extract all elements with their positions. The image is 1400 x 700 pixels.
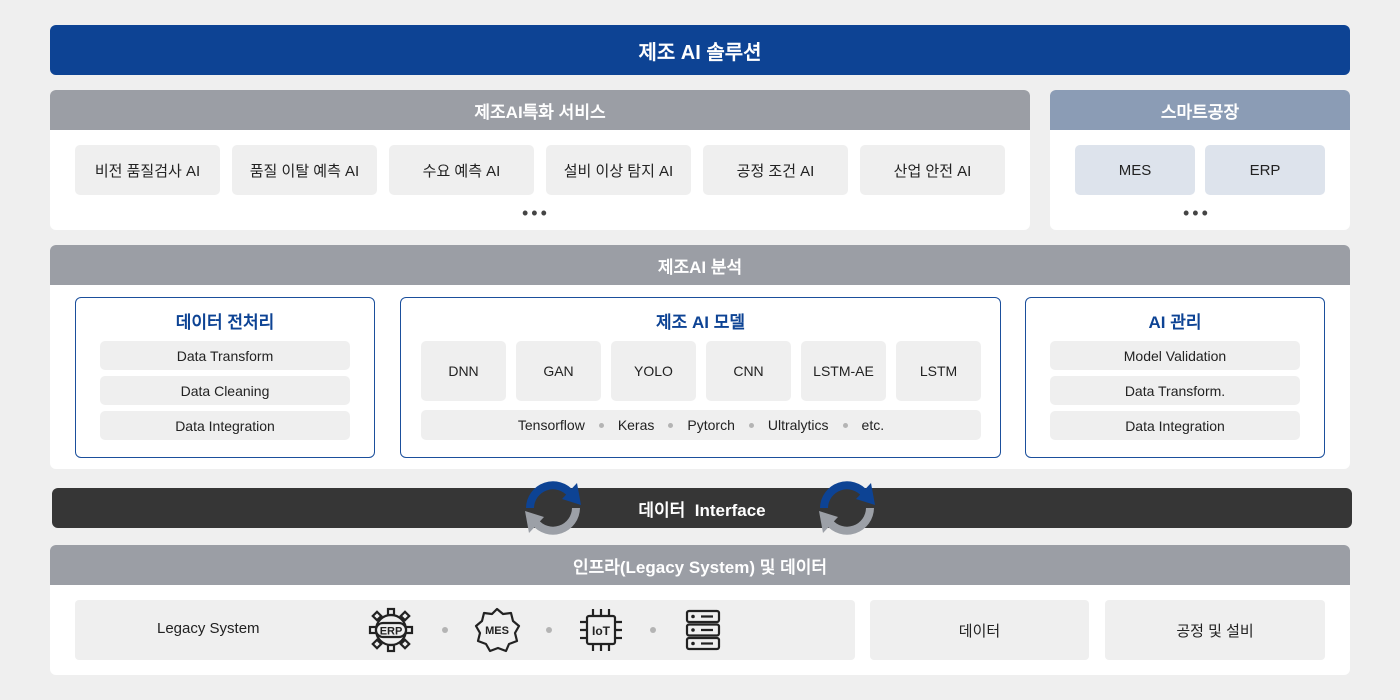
- solution-title: 제조 AI 솔루션: [638, 41, 762, 64]
- services-header: 제조AI특화 서비스: [50, 90, 1030, 130]
- smart-factory-mes[interactable]: MES: [1075, 145, 1195, 195]
- ai-models-box: 제조 AI 모델 DNN GAN YOLO CNN LSTM-AE LSTM T…: [400, 297, 1001, 458]
- process-equipment-box: 공정 및 설비: [1105, 600, 1325, 660]
- model-lstm[interactable]: LSTM: [896, 341, 981, 401]
- service-quality-deviation[interactable]: 품질 이탈 예측 AI: [232, 145, 377, 195]
- solution-title-banner: 제조 AI 솔루션: [50, 25, 1350, 75]
- service-label: 비전 품질검사 AI: [94, 162, 201, 180]
- model-gan[interactable]: GAN: [516, 341, 601, 401]
- model-yolo[interactable]: YOLO: [611, 341, 696, 401]
- data-interface-label: 데이터 Interface: [638, 500, 766, 520]
- analysis-panel: 제조AI 분석 데이터 전처리 Data Transform Data Clea…: [50, 245, 1350, 469]
- management-item[interactable]: Data Transform.: [1050, 376, 1300, 405]
- data-interface-bar: 데이터 Interface: [52, 488, 1352, 528]
- separator-dot: [842, 422, 848, 428]
- erp-label: ERP: [1249, 161, 1281, 179]
- framework-keras: Keras: [617, 417, 655, 433]
- separator-dot: [650, 627, 656, 633]
- item-label: Data Integration: [175, 417, 275, 434]
- ai-models-title: 제조 AI 모델: [655, 313, 745, 332]
- server-icon: [685, 609, 721, 651]
- smart-factory-header: 스마트공장: [1050, 90, 1350, 130]
- mes-label: MES: [1118, 161, 1152, 179]
- ai-management-title: AI 관리: [1148, 313, 1202, 332]
- separator-dot: [546, 627, 552, 633]
- model-dnn[interactable]: DNN: [421, 341, 506, 401]
- infra-panel: 인프라(Legacy System) 및 데이터 Legacy System E…: [50, 545, 1350, 675]
- preprocessing-title: 데이터 전처리: [175, 313, 275, 332]
- model-label: GAN: [543, 363, 574, 379]
- preprocessing-item[interactable]: Data Cleaning: [100, 376, 350, 405]
- smart-factory-more-dots: •••: [1183, 203, 1211, 223]
- separator-dot: [668, 422, 674, 428]
- analysis-header: 제조AI 분석: [50, 245, 1350, 285]
- ai-management-box: AI 관리 Model Validation Data Transform. D…: [1025, 297, 1325, 458]
- data-box: 데이터: [870, 600, 1089, 660]
- service-process-condition[interactable]: 공정 조건 AI: [703, 145, 848, 195]
- separator-dot: [598, 422, 604, 428]
- model-label: YOLO: [634, 363, 673, 379]
- framework-ultralytics: Ultralytics: [767, 417, 829, 433]
- service-label: 수요 예측 AI: [422, 162, 501, 180]
- data-label: 데이터: [958, 622, 1001, 640]
- infra-title: 인프라(Legacy System) 및 데이터: [572, 557, 828, 577]
- item-label: Model Validation: [1123, 347, 1227, 364]
- preprocessing-item[interactable]: Data Integration: [100, 411, 350, 440]
- item-label: Data Integration: [1125, 417, 1225, 434]
- mes-icon-text: MES: [485, 625, 509, 637]
- management-item[interactable]: Data Integration: [1050, 411, 1300, 440]
- model-label: LSTM-AE: [813, 363, 874, 379]
- preprocessing-item[interactable]: Data Transform: [100, 341, 350, 370]
- separator-dot: [748, 422, 754, 428]
- services-panel: 제조AI특화 서비스 비전 품질검사 AI 품질 이탈 예측 AI 수요 예측 …: [50, 90, 1030, 230]
- model-label: LSTM: [919, 363, 958, 379]
- model-lstm-ae[interactable]: LSTM-AE: [801, 341, 886, 401]
- item-label: Data Transform: [176, 347, 274, 364]
- separator-dot: [442, 627, 448, 633]
- smart-factory-title: 스마트공장: [1160, 102, 1240, 122]
- service-demand-forecast[interactable]: 수요 예측 AI: [389, 145, 534, 195]
- smart-factory-panel: 스마트공장 MES ERP •••: [1050, 90, 1350, 230]
- iot-chip-icon: IoT: [580, 609, 622, 651]
- services-title: 제조AI특화 서비스: [474, 102, 606, 122]
- service-industrial-safety[interactable]: 산업 안전 AI: [860, 145, 1005, 195]
- erp-icon-text: ERP: [380, 626, 403, 638]
- model-label: CNN: [733, 363, 764, 379]
- model-cnn[interactable]: CNN: [706, 341, 791, 401]
- mes-badge-icon: MES: [474, 607, 521, 653]
- framework-pytorch: Pytorch: [687, 417, 735, 433]
- infra-header: 인프라(Legacy System) 및 데이터: [50, 545, 1350, 585]
- process-equipment-label: 공정 및 설비: [1176, 622, 1254, 640]
- sync-arrows-icon: [525, 481, 581, 535]
- management-item[interactable]: Model Validation: [1050, 341, 1300, 370]
- legacy-system-box: Legacy System ERP MES: [75, 600, 855, 660]
- smart-factory-erp[interactable]: ERP: [1205, 145, 1325, 195]
- service-label: 품질 이탈 예측 AI: [249, 162, 360, 180]
- framework-tensorflow: Tensorflow: [517, 417, 585, 433]
- frameworks-row: Tensorflow Keras Pytorch Ultralytics etc…: [421, 410, 981, 440]
- framework-etc: etc.: [861, 417, 885, 433]
- iot-icon-text: IoT: [592, 624, 611, 638]
- analysis-title: 제조AI 분석: [657, 257, 743, 277]
- item-label: Data Cleaning: [180, 382, 270, 399]
- item-label: Data Transform.: [1124, 382, 1226, 399]
- service-anomaly-detection[interactable]: 설비 이상 탐지 AI: [546, 145, 691, 195]
- erp-gear-icon: ERP: [368, 607, 414, 653]
- sync-arrows-icon: [819, 481, 875, 535]
- legacy-system-label: Legacy System: [157, 620, 260, 637]
- service-label: 설비 이상 탐지 AI: [563, 162, 674, 180]
- service-vision-inspection[interactable]: 비전 품질검사 AI: [75, 145, 220, 195]
- service-label: 공정 조건 AI: [736, 162, 815, 180]
- preprocessing-box: 데이터 전처리 Data Transform Data Cleaning Dat…: [75, 297, 375, 458]
- model-label: DNN: [448, 363, 479, 379]
- service-label: 산업 안전 AI: [893, 162, 972, 180]
- services-more-dots: •••: [522, 203, 550, 223]
